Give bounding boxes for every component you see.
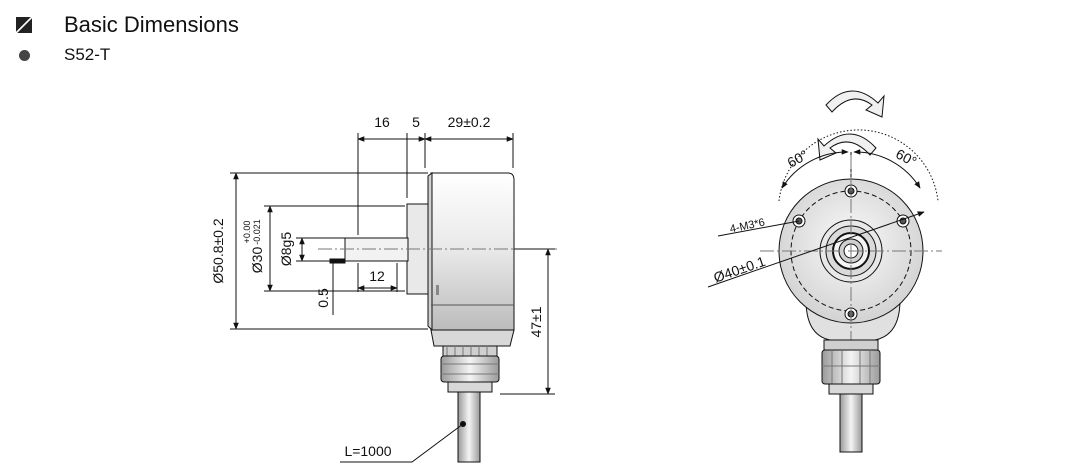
section-title: Basic Dimensions (64, 12, 239, 37)
front-view (707, 90, 942, 453)
dim-12-label: 12 (369, 268, 385, 284)
front-gland-nut (821, 349, 881, 385)
rotation-cw-arrow-icon (825, 90, 885, 118)
dim-flange-tol-lower: -0.021 (252, 219, 262, 245)
angle-left-label: 60° (785, 147, 811, 171)
connector-base (430, 329, 515, 347)
encoder-body (430, 172, 515, 331)
model-label: S52-T (64, 45, 111, 64)
dim-16-label: 16 (374, 114, 390, 130)
dim-29-label: 29±0.2 (448, 114, 491, 130)
dot-bullet-icon (19, 49, 30, 61)
angle-right-label: 60° (893, 146, 919, 170)
dim-flange-tol-upper: +0.00 (242, 221, 252, 244)
dim-05-label: 0.5 (315, 288, 331, 308)
side-view (230, 133, 560, 463)
dim-flange-dia-label: Ø30 (249, 247, 265, 274)
front-connector (823, 339, 879, 351)
dim-5-label: 5 (412, 114, 420, 130)
model-row: S52-T (16, 40, 239, 70)
rotation-ccw-arrow-icon (817, 133, 877, 161)
shaft (344, 237, 409, 262)
title-row: Basic Dimensions (16, 10, 239, 40)
front-cable (839, 393, 863, 453)
dim-47-label: 47±1 (528, 306, 544, 337)
dim-shaft-dia-label: Ø8g5 (278, 232, 294, 266)
bolt-circle-label: Ø40±0.1 (711, 253, 767, 286)
cable (457, 391, 481, 463)
holes-label: 4-M3*6 (729, 217, 766, 236)
gland-top (442, 345, 498, 357)
square-bullet-icon (16, 17, 32, 33)
gland-nut (440, 355, 500, 383)
cable-length-label: L=1000 (344, 443, 391, 459)
header: Basic Dimensions S52-T (16, 10, 239, 70)
dim-housing-dia-label: Ø50.8±0.2 (210, 218, 226, 283)
